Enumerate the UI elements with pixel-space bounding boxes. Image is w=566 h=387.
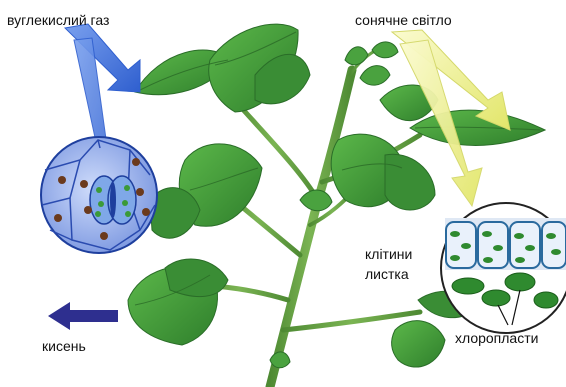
oxygen-arrow [48, 302, 118, 330]
leaf-center-right-2 [385, 154, 435, 210]
co2-arrow-to-leaf [65, 24, 140, 92]
label-sunlight: сонячне світло [355, 12, 452, 28]
leaf-tip-1 [345, 47, 368, 65]
leaf-tip-2 [360, 66, 390, 86]
label-oxygen: кисень [42, 338, 86, 354]
leaf-cells-circle [441, 203, 566, 333]
leaf-bottom-bud [270, 352, 290, 368]
label-leaf-cells: клітини листка [365, 244, 412, 284]
stoma-cells-circle [41, 137, 157, 253]
label-chloroplasts: хлоропласти [455, 330, 538, 346]
leaf-center-small [300, 190, 332, 211]
leaf-tip-3 [372, 42, 398, 58]
leaf-left-lower-2 [165, 259, 228, 297]
label-co2: вуглекислий газ [7, 12, 109, 28]
leaf-bottom-right [392, 321, 445, 367]
label-leaf-cells-line1: клітини [365, 244, 412, 264]
label-leaf-cells-line2: листка [365, 264, 412, 284]
